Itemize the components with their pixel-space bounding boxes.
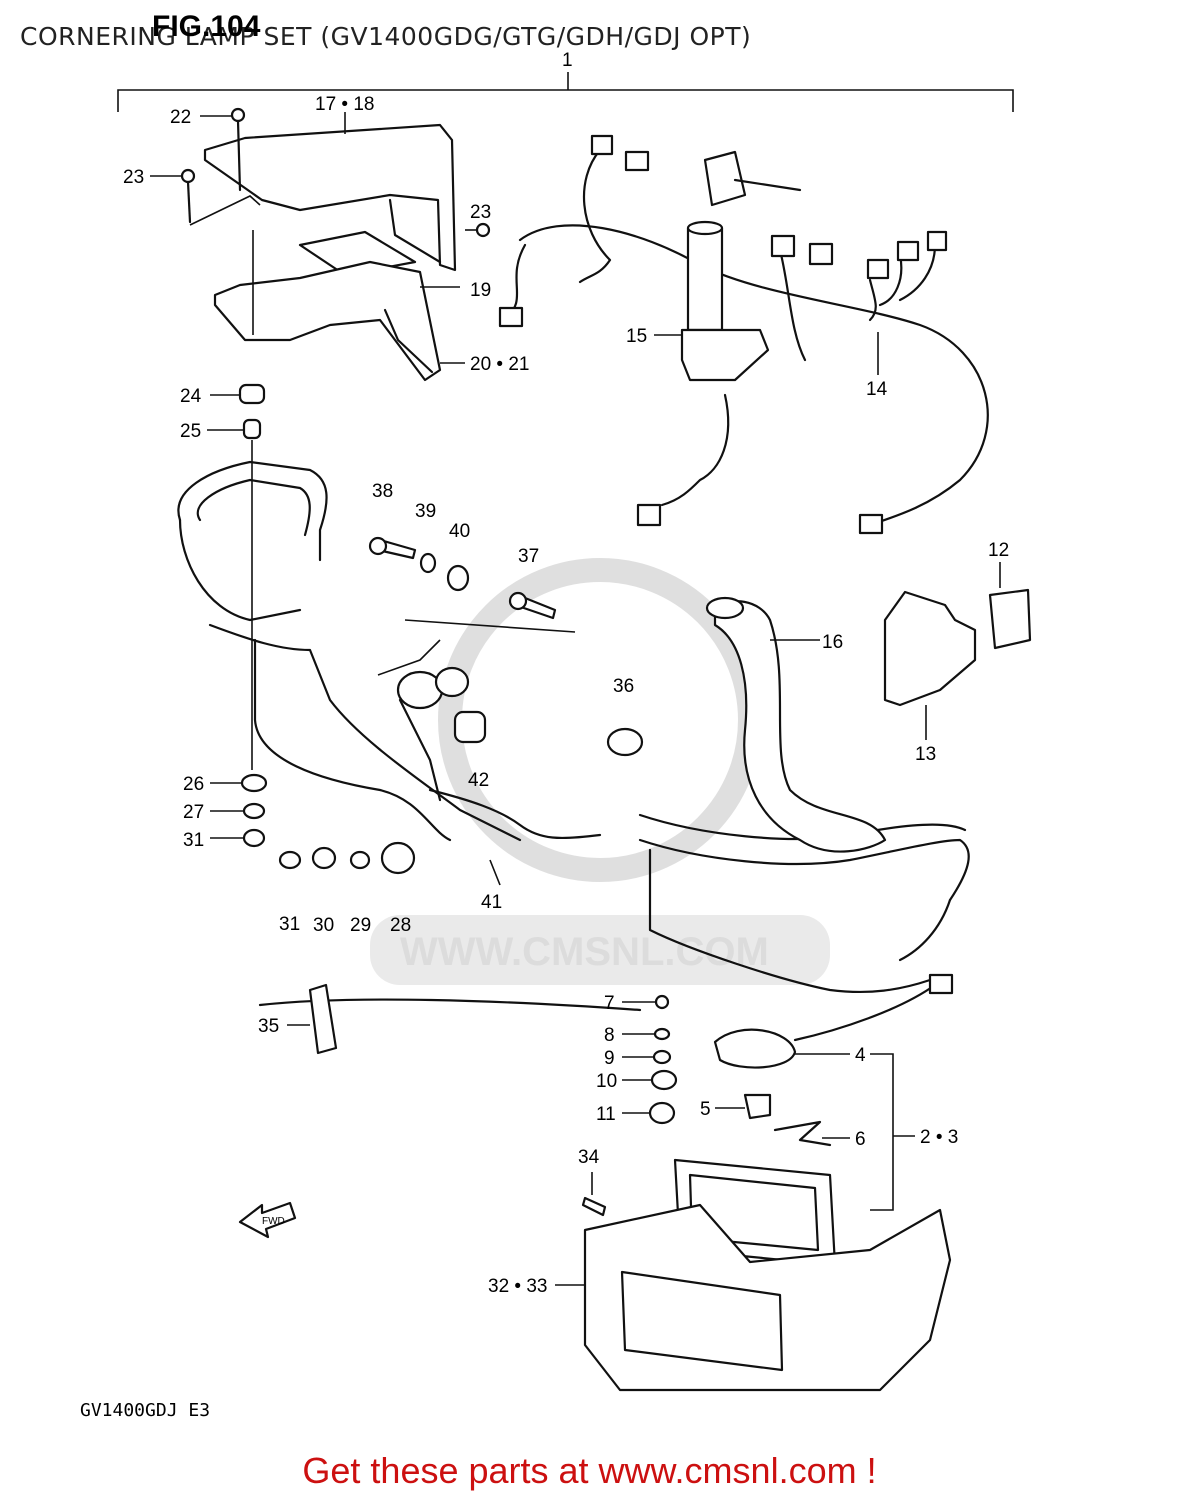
watermark-text: WWW.CMSNL.COM (400, 930, 769, 974)
relay-bracket-13 (883, 590, 977, 707)
callout-42: 42 (468, 770, 489, 791)
footer-link-text[interactable]: Get these parts at www.cmsnl.com ! (302, 1450, 877, 1491)
callout-16: 16 (822, 632, 843, 653)
callout-31: 31 (183, 830, 204, 851)
lamp-socket-4 (713, 1028, 797, 1069)
callout-labels: 1 22 17 • 18 23 23 19 20 • 21 24 25 15 1… (123, 50, 1009, 1297)
callout-22: 22 (170, 107, 191, 128)
callout-41: 41 (481, 892, 502, 913)
bracket-20 (213, 260, 442, 382)
model-code: GV1400GDJ E3 (80, 1400, 211, 1421)
relay-12 (988, 588, 1032, 650)
assembly-bracket (117, 89, 1014, 112)
callout-27: 27 (183, 802, 204, 823)
callout-30: 30 (313, 915, 334, 936)
callout-32-33: 32 • 33 (488, 1276, 547, 1297)
callout-8: 8 (604, 1025, 615, 1046)
callout-37: 37 (518, 546, 539, 567)
callout-11: 11 (596, 1104, 616, 1125)
callout-12: 12 (988, 540, 1009, 561)
callout-36: 36 (613, 676, 634, 697)
callout-15: 15 (626, 326, 647, 347)
wiring-harness (518, 224, 989, 527)
callout-14: 14 (866, 379, 888, 400)
callout-17-18: 17 • 18 (315, 94, 374, 115)
guard-tube (177, 460, 328, 562)
callout-7: 7 (604, 993, 615, 1014)
callout-23: 23 (123, 167, 144, 188)
switch-body (686, 226, 724, 332)
callout-38: 38 (372, 481, 393, 502)
exploded-parts-diagram: WWW.CMSNL.COM (117, 50, 1032, 1392)
fwd-text: FWD (262, 1216, 285, 1227)
switch-housing (680, 328, 770, 382)
callout-31-lower: 31 (279, 914, 300, 935)
callout-1: 1 (562, 50, 573, 71)
callout-2-3: 2 • 3 (920, 1127, 958, 1148)
callout-35: 35 (258, 1016, 279, 1037)
callout-4: 4 (855, 1045, 866, 1066)
callout-6: 6 (855, 1129, 866, 1150)
cover-bracket (203, 123, 457, 272)
callout-20-21: 20 • 21 (470, 354, 529, 375)
callout-26: 26 (183, 774, 204, 795)
callout-34: 34 (578, 1147, 600, 1168)
callout-10: 10 (596, 1071, 617, 1092)
callout-39: 39 (415, 501, 436, 522)
fwd-arrow-icon: FWD (238, 1201, 297, 1239)
callout-29: 29 (350, 915, 371, 936)
callout-28: 28 (390, 915, 411, 936)
callout-5: 5 (700, 1099, 711, 1120)
callout-23-right: 23 (470, 202, 491, 223)
callout-40: 40 (449, 521, 470, 542)
figure-number: FIG.104 (152, 10, 261, 43)
callout-19: 19 (470, 280, 491, 301)
diagram-title: CORNERING LAMP SET (GV1400GDG/GTG/GDH/GD… (20, 22, 752, 51)
callout-25: 25 (180, 421, 201, 442)
callout-24: 24 (180, 386, 202, 407)
lamp-housing (583, 1203, 952, 1392)
callout-13: 13 (915, 744, 936, 765)
callout-9: 9 (604, 1048, 615, 1069)
